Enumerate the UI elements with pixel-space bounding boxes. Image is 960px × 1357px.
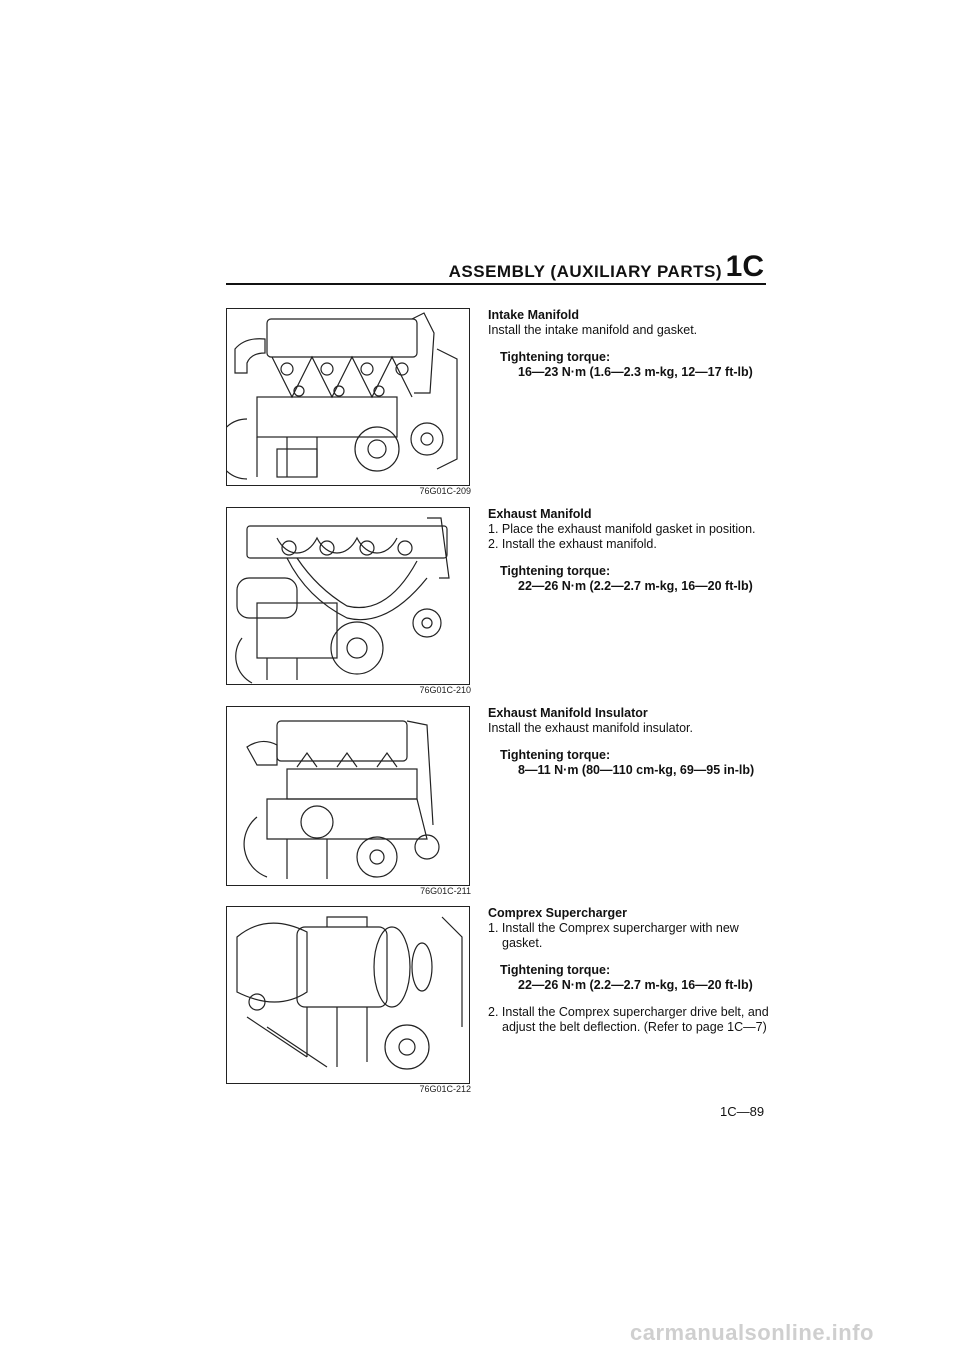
figure-exhaust-manifold <box>226 507 470 685</box>
torque-value: 22—26 N·m (2.2—2.7 m-kg, 16—20 ft-lb) <box>518 579 753 593</box>
instruction-line: Install the exhaust manifold insulator. <box>488 721 693 735</box>
instruction-line: Install the intake manifold and gasket. <box>488 323 698 337</box>
section-title: Exhaust Manifold <box>488 507 592 521</box>
engine-illustration <box>227 312 458 480</box>
engine-illustration <box>243 720 440 879</box>
figure-code: 76G01C-210 <box>419 685 471 695</box>
figure-code: 76G01C-212 <box>419 1084 471 1094</box>
section-title: Exhaust Manifold Insulator <box>488 706 648 720</box>
figure-intake-manifold <box>226 308 470 486</box>
section-exhaust-manifold: Exhaust Manifold 1. Place the exhaust ma… <box>488 507 778 594</box>
header-title: ASSEMBLY (AUXILIARY PARTS) <box>448 262 722 281</box>
torque-label: Tightening torque: <box>500 564 611 578</box>
torque-value: 22—26 N·m (2.2—2.7 m-kg, 16—20 ft-lb) <box>518 978 753 992</box>
section-title: Comprex Supercharger <box>488 906 627 920</box>
page-header: ASSEMBLY (AUXILIARY PARTS) 1C <box>226 252 766 282</box>
torque-label: Tightening torque: <box>500 963 611 977</box>
header-rule <box>226 283 766 285</box>
figure-exhaust-manifold-insulator <box>226 706 470 886</box>
section-intake-manifold: Intake Manifold Install the intake manif… <box>488 308 778 380</box>
figure-code: 76G01C-211 <box>420 886 471 896</box>
torque-value: 8—11 N·m (80—110 cm-kg, 69—95 in-lb) <box>518 763 755 777</box>
watermark: carmanualsonline.info <box>630 1320 874 1345</box>
figure-code: 76G01C-209 <box>419 486 471 496</box>
engine-illustration <box>235 517 450 684</box>
figure-comprex-supercharger <box>226 906 470 1084</box>
section-exhaust-manifold-insulator: Exhaust Manifold Insulator Install the e… <box>488 706 778 778</box>
instruction-step: 2. Install the Comprex supercharger driv… <box>488 1005 769 1034</box>
torque-label: Tightening torque: <box>500 350 611 364</box>
section-title: Intake Manifold <box>488 308 579 322</box>
instruction-step: 1. Place the exhaust manifold gasket in … <box>488 522 756 536</box>
section-comprex-supercharger: Comprex Supercharger 1. Install the Comp… <box>488 906 778 1035</box>
page-number: 1C—89 <box>720 1104 765 1119</box>
spacer <box>488 993 778 1005</box>
torque-label: Tightening torque: <box>500 748 611 762</box>
header-section-code: 1C <box>725 250 764 283</box>
instruction-step: 2. Install the exhaust manifold. <box>488 537 657 551</box>
engine-illustration <box>236 916 463 1070</box>
instruction-step: 1. Install the Comprex supercharger with… <box>488 921 739 950</box>
torque-value: 16—23 N·m (1.6—2.3 m-kg, 12—17 ft-lb) <box>518 365 753 379</box>
